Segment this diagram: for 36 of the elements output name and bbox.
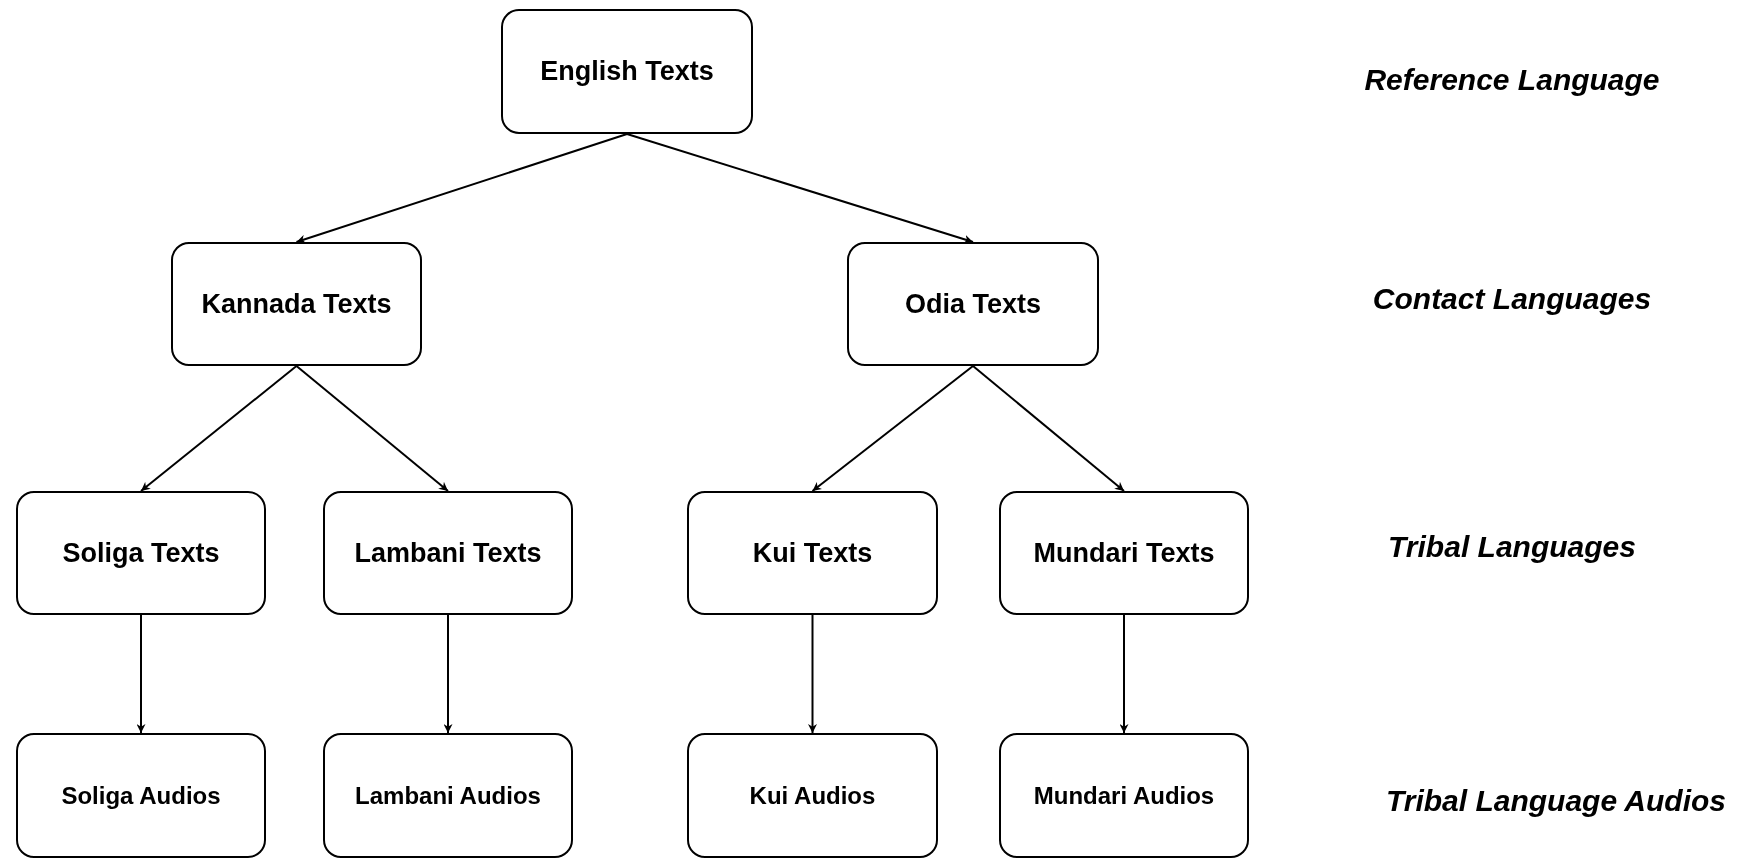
process-box <box>171 242 422 366</box>
node-label: Mundari Audios <box>1033 781 1215 810</box>
process-box <box>687 733 938 858</box>
process-box <box>16 491 266 615</box>
arrow <box>443 614 453 734</box>
process-box <box>323 733 573 858</box>
process-box <box>501 9 753 134</box>
node-label: Soliga Texts <box>62 537 220 569</box>
node-label: Mundari Texts <box>1033 537 1215 569</box>
node-label: English Texts <box>540 56 714 87</box>
node-label: Kannada Texts <box>201 288 392 320</box>
process-box <box>323 491 573 615</box>
arrow <box>295 133 628 244</box>
arrow <box>140 365 298 492</box>
node-label: Odia Texts <box>904 288 1041 320</box>
arrow <box>626 133 974 244</box>
arrow <box>811 365 974 492</box>
level-label: Tribal Languages <box>1388 530 1636 564</box>
node-label: Kui Texts <box>752 537 873 569</box>
process-box <box>16 733 266 858</box>
node-label: Soliga Audios <box>61 781 221 810</box>
node-label: Lambani Texts <box>354 537 542 569</box>
level-label: Tribal Language Audios <box>1386 784 1726 818</box>
arrow <box>972 365 1125 492</box>
process-box <box>847 242 1099 366</box>
arrow <box>808 614 817 734</box>
level-label: Contact Languages <box>1372 282 1652 316</box>
arrow <box>136 614 146 734</box>
node-label: Lambani Audios <box>355 781 541 810</box>
level-label: Reference Language <box>1364 63 1660 97</box>
process-box <box>999 733 1249 858</box>
arrow <box>1119 614 1129 734</box>
process-box <box>999 491 1249 615</box>
arrow <box>295 365 449 492</box>
node-label: Kui Audios <box>749 781 876 810</box>
process-box <box>687 491 938 615</box>
